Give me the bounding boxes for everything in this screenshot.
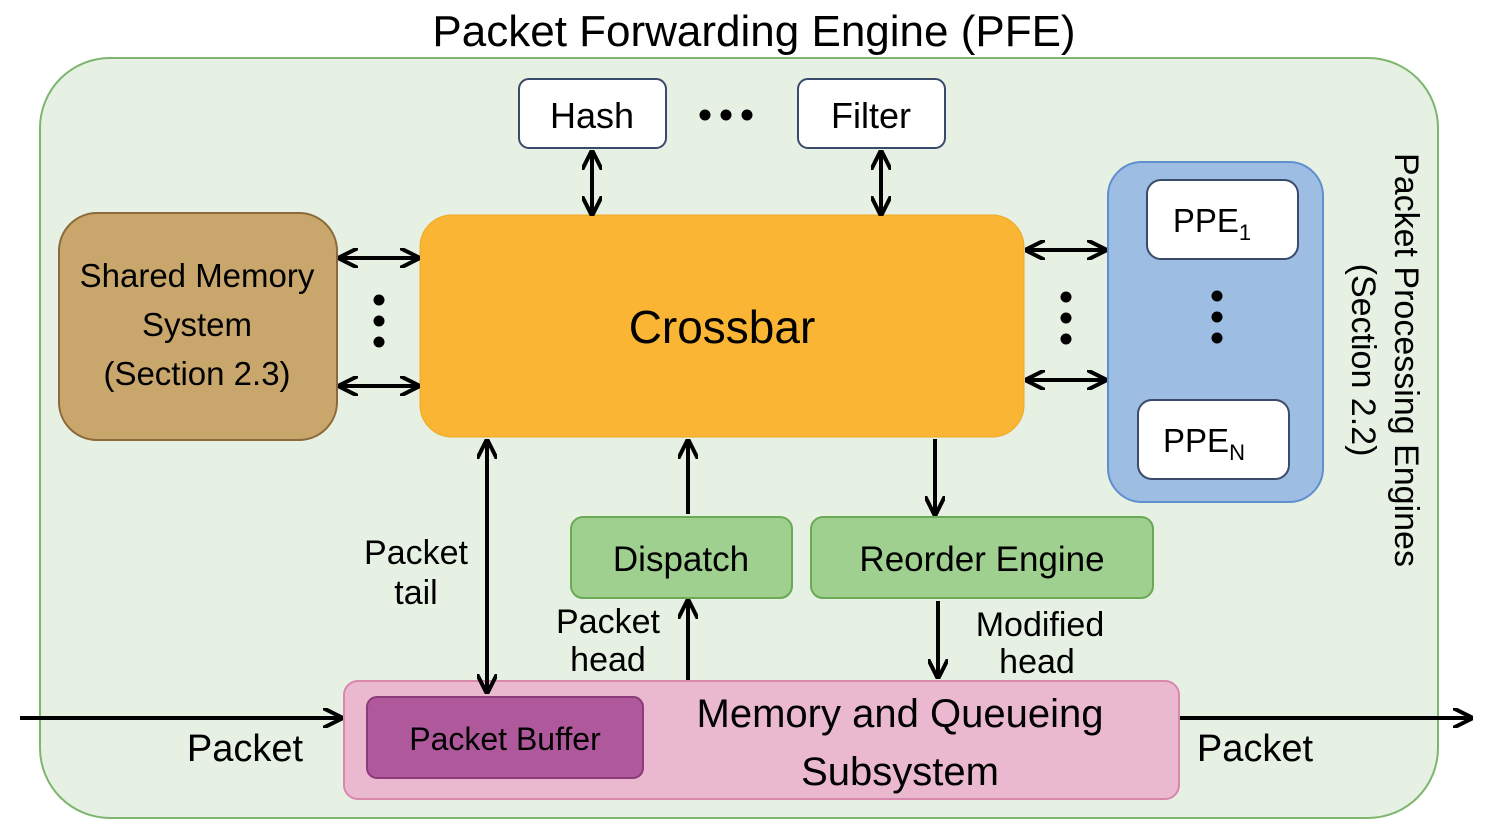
ppe-first-base: PPE	[1173, 202, 1239, 239]
ppe-group-label-line-2: (Section 2.2)	[1344, 264, 1382, 457]
ppe-last-subscript: N	[1229, 440, 1245, 465]
hash-label: Hash	[550, 95, 634, 136]
shared-memory-line-3: (Section 2.3)	[103, 355, 290, 392]
ppe-group-side-label: Packet Processing Engines (Section 2.2)	[1344, 153, 1425, 567]
ppe-group-label-line-1: Packet Processing Engines	[1387, 153, 1425, 567]
crossbar-block	[419, 214, 1025, 438]
ellipsis-horizontal-icon	[699, 109, 753, 121]
packet-buffer-label: Packet Buffer	[409, 721, 601, 757]
ppe-first-subscript: 1	[1239, 220, 1251, 245]
dispatch-block	[570, 516, 793, 599]
packet-head-line-2: head	[570, 641, 646, 679]
ppe-last-base: PPE	[1163, 422, 1229, 459]
ppe-first-label: PPE1	[1173, 202, 1251, 245]
ppe-last-label: PPEN	[1163, 422, 1245, 465]
crossbar-label: Crossbar	[629, 301, 816, 353]
modified-head-line-1: Modified	[976, 606, 1105, 644]
ppe-last-block	[1137, 399, 1290, 480]
memory-queueing-line-1: Memory and Queueing	[697, 692, 1104, 736]
packet-tail-line-2: tail	[394, 574, 437, 612]
modified-head-line-2: head	[999, 643, 1075, 681]
packet-buffer-block	[366, 696, 644, 779]
filter-block	[797, 78, 946, 149]
ellipsis-vertical-icon	[373, 294, 385, 348]
shared-memory-line-2: System	[142, 306, 252, 343]
packet-head-line-1: Packet	[556, 603, 660, 641]
memory-queueing-line-2: Subsystem	[801, 750, 999, 794]
ppe-first-block	[1146, 179, 1299, 260]
reorder-engine-block	[810, 516, 1154, 599]
diagram-title: Packet Forwarding Engine (PFE)	[432, 7, 1075, 56]
packet-in-label: Packet	[187, 728, 304, 770]
packet-tail-line-1: Packet	[364, 534, 468, 572]
shared-memory-line-1: Shared Memory	[80, 257, 315, 294]
hash-block	[518, 78, 667, 149]
filter-label: Filter	[831, 95, 911, 136]
packet-out-label: Packet	[1197, 728, 1314, 770]
reorder-engine-label: Reorder Engine	[859, 540, 1104, 579]
dispatch-label: Dispatch	[613, 540, 749, 579]
shared-memory-block	[58, 212, 338, 441]
crossbar-ppe-ellipsis-vertical-icon	[1060, 291, 1072, 345]
ppe-ellipsis-vertical-icon	[1211, 290, 1223, 344]
